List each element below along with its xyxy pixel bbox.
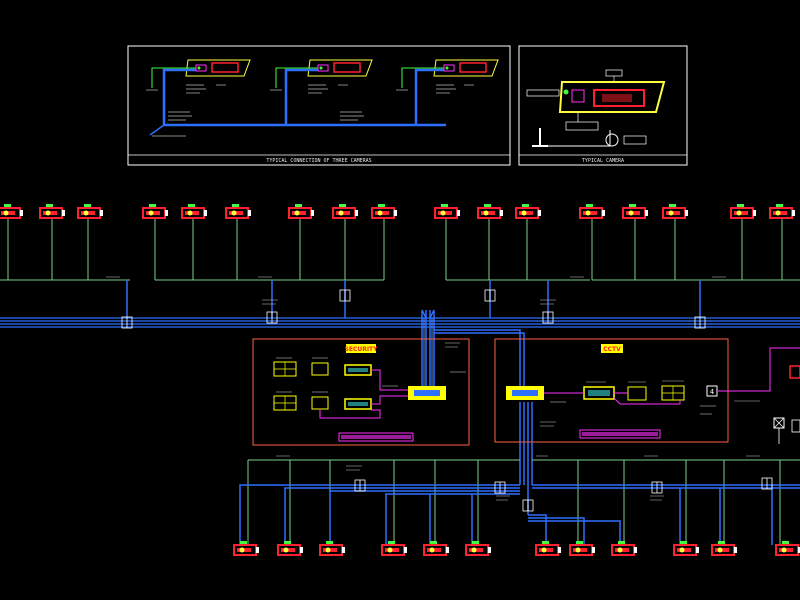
cctv-camera-icon (39, 204, 65, 219)
cctv-camera-icon (434, 204, 460, 219)
cctv-camera-icon (371, 204, 397, 219)
cctv-camera-icon (332, 204, 358, 219)
multiplexer-icon (661, 385, 685, 401)
junction-box-icon: 4 (706, 385, 718, 397)
coupler-icon (651, 481, 663, 494)
monitor-icon (311, 362, 329, 410)
main-trunk (0, 280, 800, 485)
coupler-icon (494, 481, 506, 494)
cctv-camera-icon (288, 204, 314, 219)
recorder-icon (583, 386, 615, 400)
coupler-icon (339, 289, 351, 302)
lower-camera-row (233, 541, 800, 556)
cctv-camera-icon (77, 204, 103, 219)
detail-camera-group (146, 59, 499, 137)
coupler-group (121, 289, 773, 512)
security-room: SECURITY (252, 338, 470, 446)
cctv-camera-icon (181, 204, 207, 219)
cctv-camera-icon (142, 204, 168, 219)
coupler-icon (542, 311, 554, 324)
cctv-camera-icon (673, 541, 699, 556)
three-cameras-title: TYPICAL CONNECTION OF THREE CAMERAS (266, 158, 371, 164)
security-hub (408, 386, 446, 400)
cctv-hub (506, 386, 544, 400)
coupler-icon (522, 499, 534, 512)
cctv-camera-icon (477, 204, 503, 219)
switch-icon (773, 417, 785, 429)
cctv-room: CCTV 4 (494, 338, 800, 443)
coupler-icon (266, 311, 278, 324)
cctv-camera-icon (465, 541, 491, 556)
cctv-camera-icon (711, 541, 737, 556)
multiplexer-icon (273, 361, 297, 411)
cctv-camera-icon (515, 204, 541, 219)
cctv-camera-icon (423, 541, 449, 556)
coupler-icon (694, 316, 706, 329)
monitor-icon (627, 386, 647, 401)
annotations (106, 276, 760, 501)
cctv-camera-icon (775, 541, 800, 556)
cctv-camera-icon (319, 541, 345, 556)
cctv-camera-icon (730, 204, 756, 219)
cctv-camera-icon (611, 541, 637, 556)
cctv-camera-icon (662, 204, 688, 219)
svg-text:4: 4 (710, 388, 714, 396)
lower-branch-wiring (239, 459, 800, 545)
cctv-camera-icon (225, 204, 251, 219)
cctv-camera-icon (769, 204, 795, 219)
three-cameras-detail-panel: TYPICAL CONNECTION OF THREE CAMERAS (127, 45, 511, 166)
recorder-icon (344, 364, 372, 410)
cctv-camera-icon (535, 541, 561, 556)
upper-camera-row (0, 204, 795, 219)
right-edge-devices (773, 365, 800, 444)
cctv-room-title: CCTV (603, 346, 621, 353)
cctv-camera-icon (233, 541, 259, 556)
typical-camera-detail-panel: TYPICAL CAMERA (518, 45, 688, 166)
cctv-camera-icon (622, 204, 648, 219)
cctv-camera-icon (0, 204, 23, 219)
coupler-icon (761, 477, 773, 490)
typical-camera-title: TYPICAL CAMERA (582, 158, 624, 164)
coupler-icon (484, 289, 496, 302)
security-room-title: SECURITY (345, 346, 379, 353)
cctv-camera-icon (579, 204, 605, 219)
coupler-icon (121, 316, 133, 329)
upper-branch-wiring (0, 218, 800, 281)
cctv-camera-icon (277, 541, 303, 556)
coupler-icon (354, 479, 366, 492)
cctv-camera-icon (569, 541, 595, 556)
cctv-camera-icon (381, 541, 407, 556)
